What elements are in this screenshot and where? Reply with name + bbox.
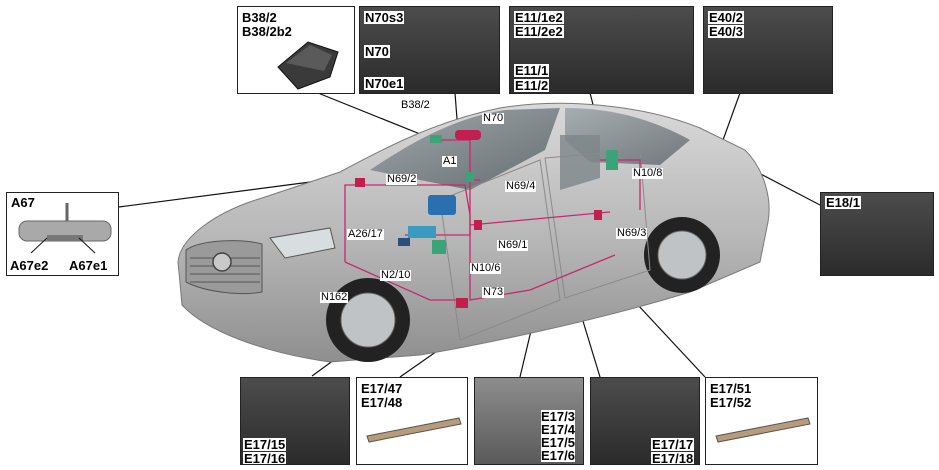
callout-n69-4: N69/4 <box>505 180 537 192</box>
callout-n10-6: N10/6 <box>470 262 502 274</box>
inset-e18-1: E18/1 <box>820 192 934 276</box>
inset-e17-17: E17/17 E17/18 <box>590 377 700 465</box>
inset-label: E11/1e2 <box>514 10 564 25</box>
inset-b38-2: B38/2 B38/2b2 <box>237 6 355 94</box>
inset-label: E17/18 <box>651 451 695 465</box>
module-n69-2 <box>355 178 365 187</box>
module-a26-17 <box>408 226 436 238</box>
callout-a26-17: A26/17 <box>347 228 384 240</box>
inset-label: E11/2e2 <box>514 24 564 39</box>
control-modules <box>355 130 618 308</box>
inset-label: E17/3 <box>541 409 575 424</box>
callout-n69-3: N69/3 <box>616 227 648 239</box>
inset-label: A67e2 <box>10 258 49 273</box>
module-n69-1 <box>474 220 482 230</box>
inset-label: E17/48 <box>361 395 403 410</box>
inset-label: E40/2 <box>708 10 744 25</box>
inset-label: A67 <box>11 195 35 210</box>
inset-label: E17/47 <box>361 381 403 396</box>
callout-n70: N70 <box>482 112 505 124</box>
inset-label: N70 <box>364 44 390 59</box>
sill-light-strip-image <box>366 417 462 443</box>
module-n73 <box>456 298 468 308</box>
module-n10-8 <box>606 150 618 170</box>
rain-light-sensor-image <box>277 41 339 90</box>
callout-n73: N73 <box>482 286 505 298</box>
inset-e40: E40/2 E40/3 <box>703 6 833 94</box>
inset-label: E17/5 <box>541 435 575 450</box>
module-n69-3 <box>594 210 602 220</box>
module-n2-10 <box>398 238 410 246</box>
inset-label: A67e1 <box>69 258 108 273</box>
callout-a1: A1 <box>442 155 458 167</box>
inset-e17-47: E17/47 E17/48 <box>356 377 468 465</box>
module-n10-6 <box>432 240 446 254</box>
wiring-harness <box>344 139 641 301</box>
inset-e17-3: E17/3 E17/4 E17/5 E17/6 <box>474 377 584 465</box>
inset-a67: A67 A67e2 A67e1 <box>6 192 119 276</box>
sill-light-strip-image <box>715 417 811 443</box>
inset-label: E11/1 <box>514 63 550 78</box>
module-n70 <box>455 130 481 140</box>
module-a1 <box>428 195 456 215</box>
module-n69-4 <box>466 172 474 182</box>
inset-label: N70s3 <box>364 10 405 25</box>
inset-label: E17/6 <box>541 448 575 463</box>
inset-label: E17/4 <box>541 422 575 437</box>
inset-label: E40/3 <box>708 24 744 39</box>
inset-label: E17/52 <box>710 395 752 410</box>
car-body <box>177 102 770 363</box>
inset-label: N70e1 <box>364 76 405 91</box>
inset-e17-15: E17/15 E17/16 <box>240 377 350 465</box>
callout-n69-1: N69/1 <box>497 239 529 251</box>
inset-label: E17/16 <box>243 451 287 465</box>
callout-n2-10: N2/10 <box>380 269 412 281</box>
callout-b38-2: B38/2 <box>400 99 431 111</box>
inset-label: E17/15 <box>243 437 287 452</box>
inset-e17-51: E17/51 E17/52 <box>705 377 818 465</box>
inset-n70: N70s3 N70 N70e1 <box>359 6 500 94</box>
inset-label: E11/2 <box>514 78 550 93</box>
callout-n10-8: N10/8 <box>632 167 664 179</box>
callout-n69-2: N69/2 <box>386 173 418 185</box>
inset-label: E17/17 <box>651 437 695 452</box>
inset-label: E18/1 <box>825 195 861 210</box>
callout-n162: N162 <box>320 291 349 303</box>
inset-e11: E11/1e2 E11/2e2 E11/1 E11/2 <box>509 6 694 94</box>
inset-label: E17/51 <box>710 381 752 396</box>
rear-view-mirror-image <box>18 203 112 254</box>
module-b38-2 <box>430 135 442 143</box>
inset-label: B38/2b2 <box>242 24 292 39</box>
inset-label: B38/2 <box>242 10 277 25</box>
